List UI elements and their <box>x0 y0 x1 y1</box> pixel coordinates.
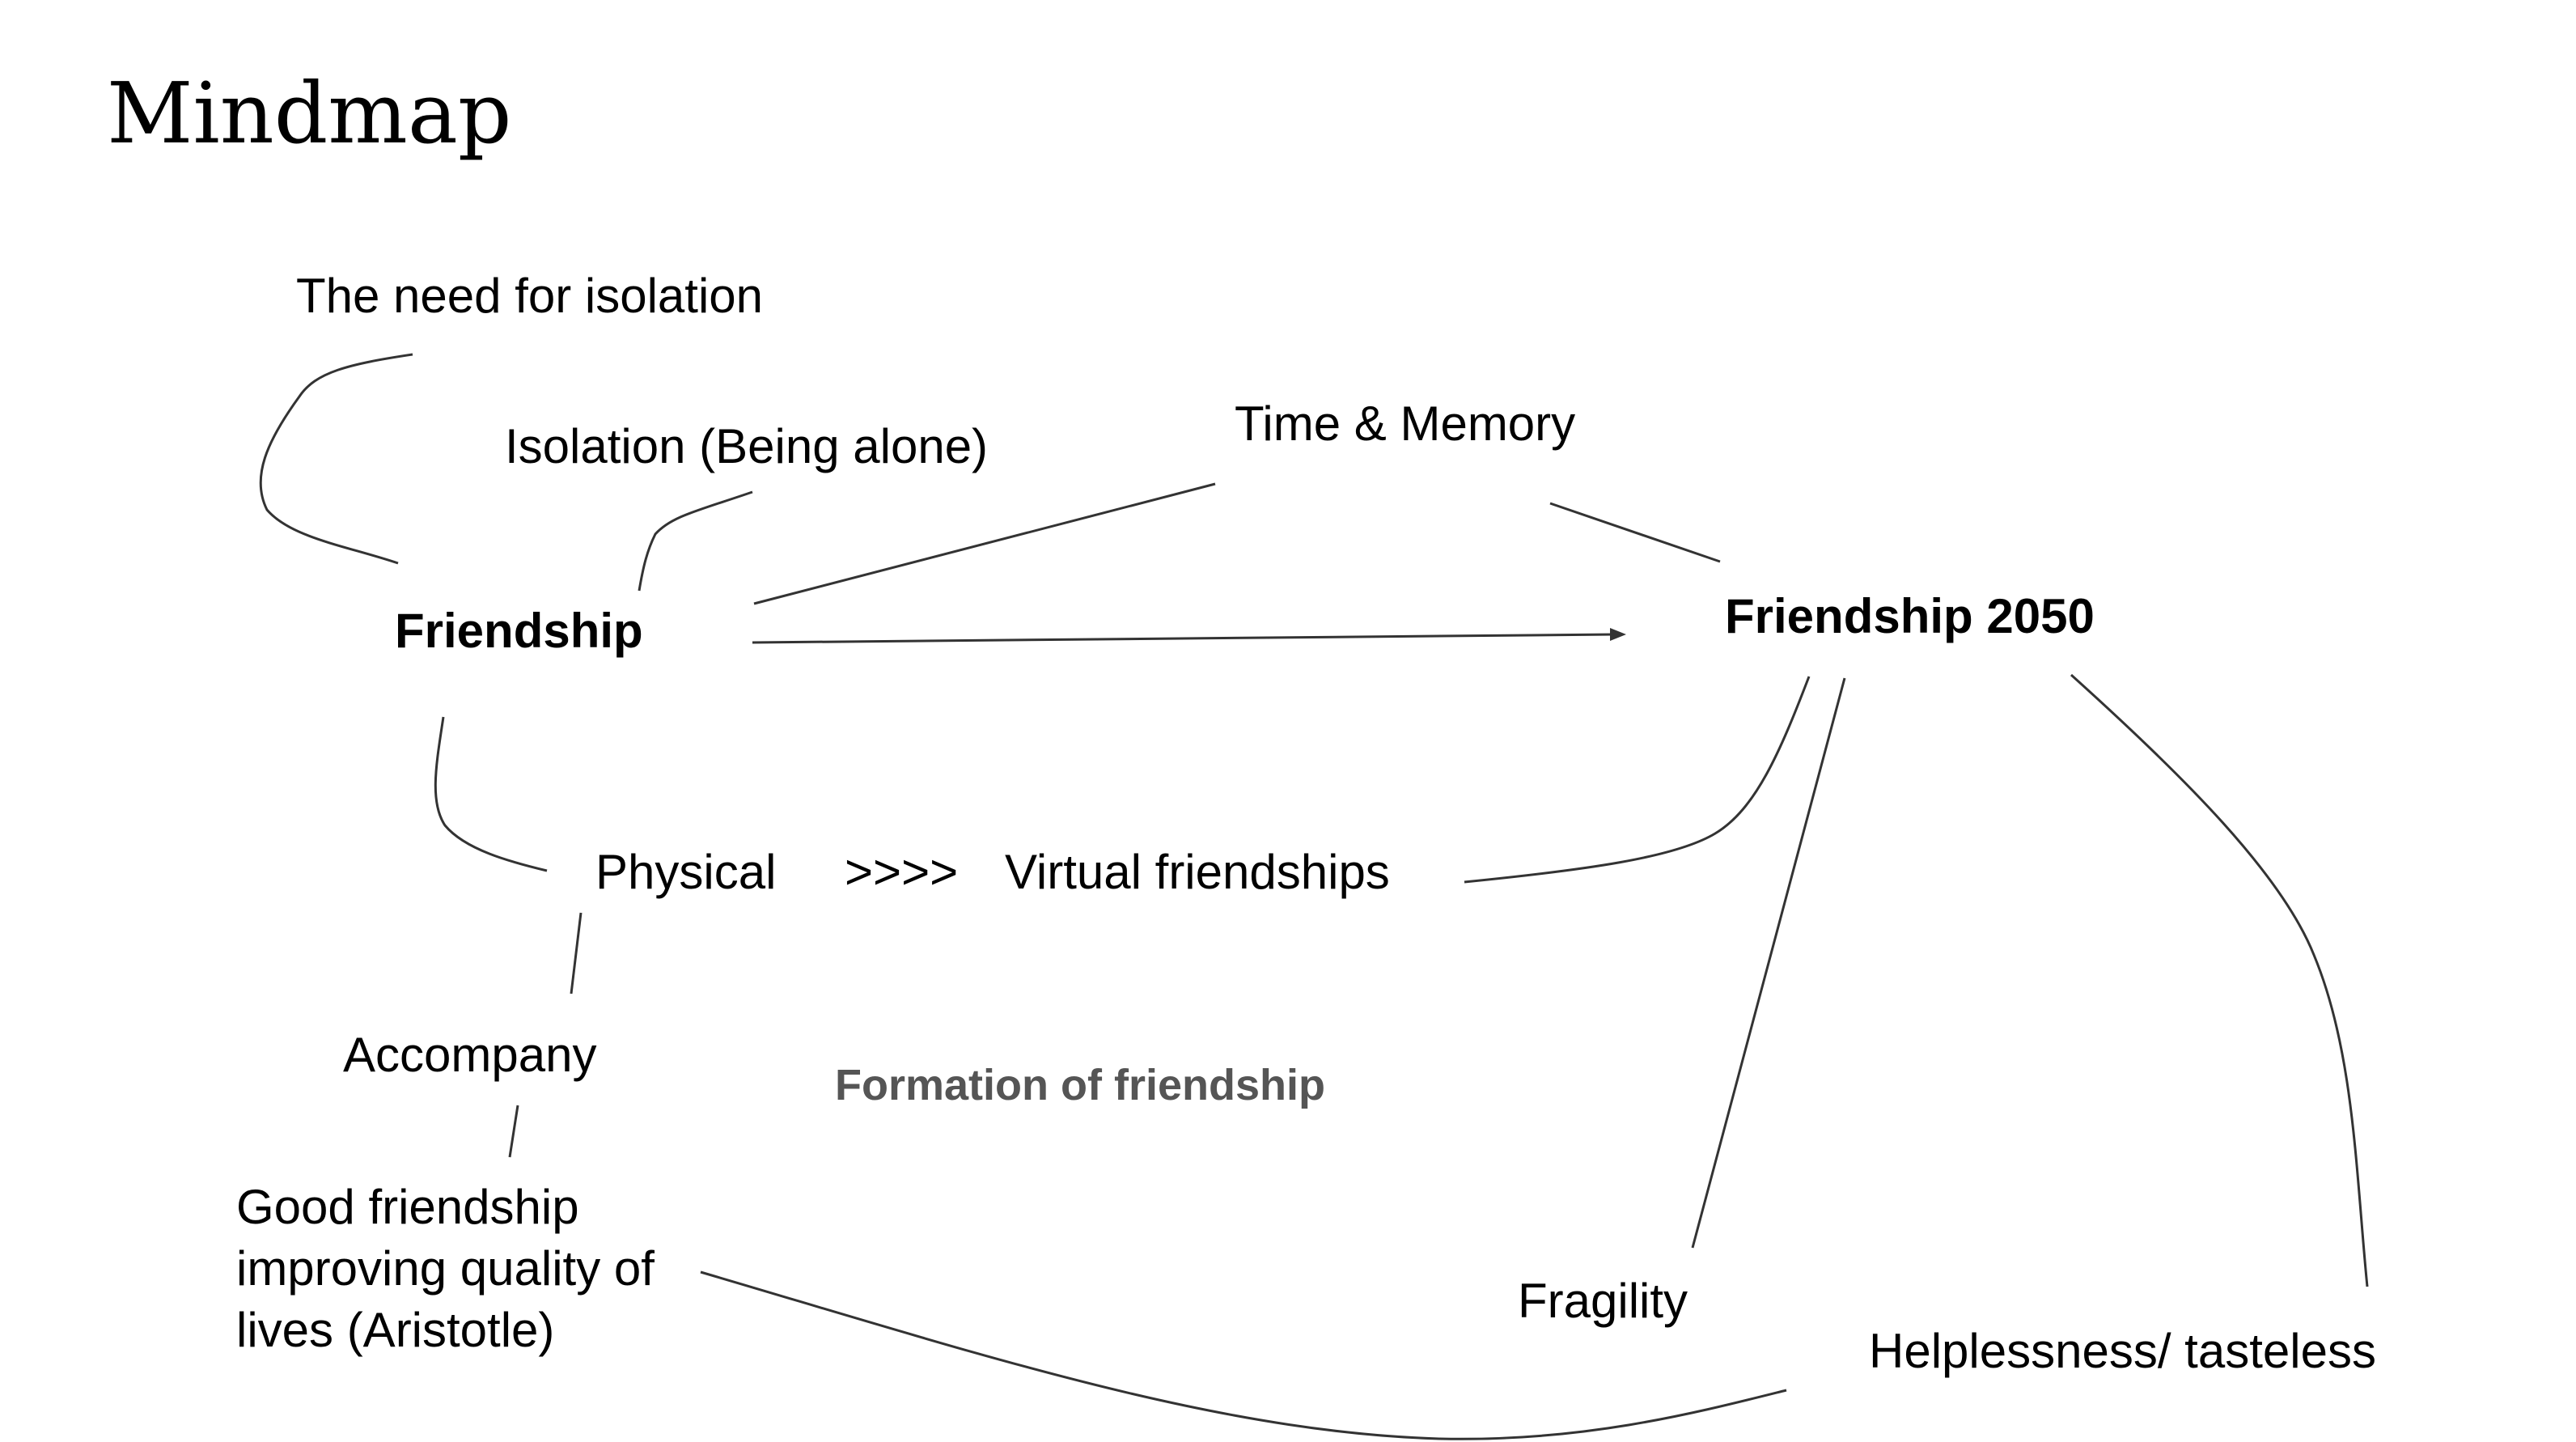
node-good-friendship-line2: improving quality of <box>236 1241 655 1296</box>
node-accompany: Accompany <box>343 1028 597 1082</box>
connector-isolation-being-alone <box>638 490 753 592</box>
connector-time-memory-2050 <box>1549 502 1721 563</box>
node-fragility: Fragility <box>1518 1274 1688 1328</box>
connector-good-helplessness <box>700 1270 1787 1440</box>
connector-accompany-good <box>508 1105 519 1158</box>
connector-virtual-2050 <box>1464 676 1811 884</box>
node-friendship-2050: Friendship 2050 <box>1725 589 2095 643</box>
node-virtual-friendships: Virtual friendships <box>1005 845 1390 899</box>
connector-need-isolation <box>259 353 413 565</box>
slide-title: Mindmap <box>107 64 512 163</box>
connector-friendship-physical <box>434 716 548 872</box>
node-helplessness: Helplessness/ tasteless <box>1869 1324 2376 1378</box>
node-isolation-being-alone: Isolation (Being alone) <box>505 419 989 473</box>
node-need-for-isolation: The need for isolation <box>296 269 764 323</box>
node-good-friendship-line1: Good friendship <box>236 1180 579 1234</box>
node-physical: Physical <box>595 845 777 899</box>
arrowhead <box>1610 628 1626 641</box>
connector-2050-fragility <box>1691 677 1846 1249</box>
node-arrows: >>>> <box>845 845 959 899</box>
connector-friendship-time-memory <box>753 482 1216 605</box>
node-friendship: Friendship <box>395 604 643 658</box>
node-formation-of-friendship: Formation of friendship <box>835 1061 1325 1109</box>
connector-2050-helplessness <box>2070 673 2369 1287</box>
node-good-friendship-line3: lives (Aristotle) <box>236 1303 555 1357</box>
connector-physical-accompany <box>570 912 583 995</box>
connector-friendship-to-2050 <box>752 633 1616 644</box>
node-time-memory: Time & Memory <box>1235 397 1576 451</box>
